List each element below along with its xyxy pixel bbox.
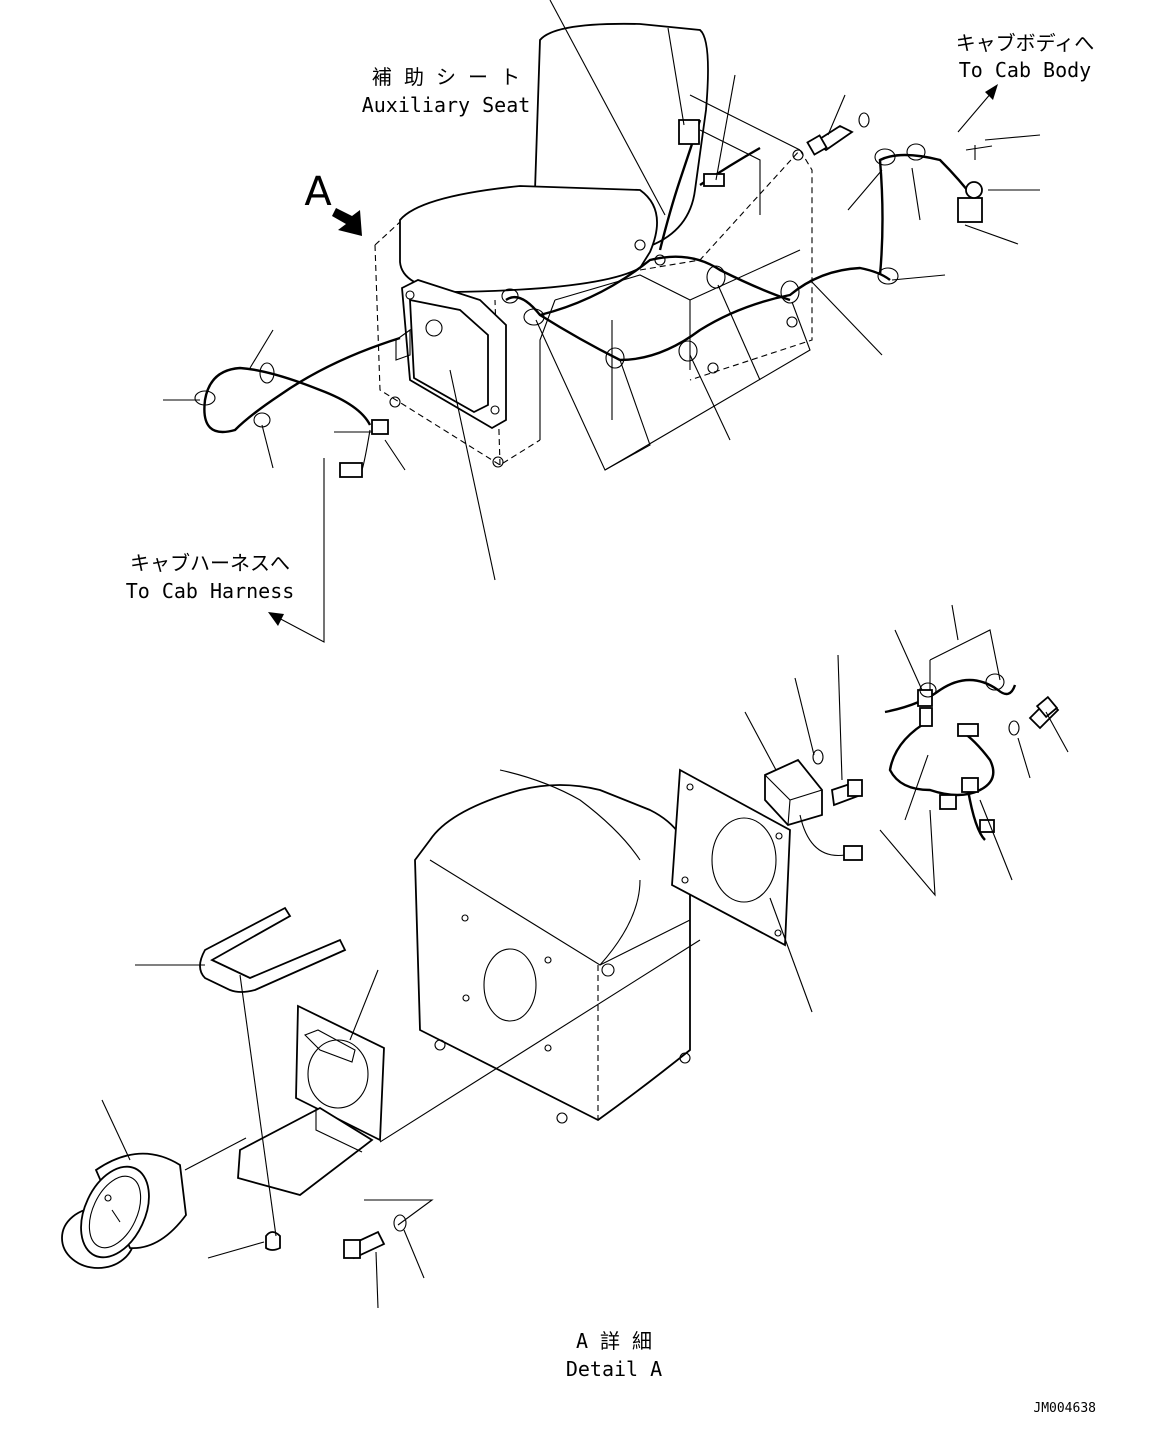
- to-cab-body-jp-label: キャブボディへ: [956, 31, 1095, 55]
- seat-assembly-top: [374, 22, 813, 468]
- bolts-washers-detail: [343, 695, 1060, 1260]
- auxiliary-seat-jp-label: 補 助 シ ー ト: [372, 65, 520, 89]
- detail-a-en-label: Detail A: [566, 1357, 662, 1381]
- handle-wire-detail: [199, 906, 347, 993]
- drawing-code: JM004638: [1033, 1401, 1096, 1416]
- seat-assembly-detail: [414, 769, 691, 1124]
- harness-detail: [884, 673, 1017, 841]
- relay-box-detail: [764, 758, 863, 861]
- arrow-to-cab-body: [957, 84, 998, 133]
- to-cab-harness-jp-label: キャブハーネスへ: [130, 551, 290, 575]
- speaker-cover-detail: [237, 1004, 385, 1196]
- auxiliary-seat-en-label: Auxiliary Seat: [362, 93, 531, 117]
- speaker-unit-top: [395, 279, 507, 430]
- speaker-detail: [61, 1152, 281, 1269]
- view-a-arrow: [332, 208, 362, 236]
- view-a-marker: A: [304, 169, 332, 215]
- to-cab-harness-en-label: To Cab Harness: [126, 579, 295, 603]
- to-cab-body-en-label: To Cab Body: [959, 58, 1091, 82]
- arrow-to-cab-harness: [268, 458, 325, 643]
- leader-lines-detail: [101, 604, 1069, 1309]
- mounting-plate-detail: [671, 768, 791, 947]
- detail-a-jp-label: A 詳 細: [576, 1329, 652, 1353]
- leader-lines-top: [163, 0, 1041, 581]
- harness-wire-top: [194, 112, 993, 478]
